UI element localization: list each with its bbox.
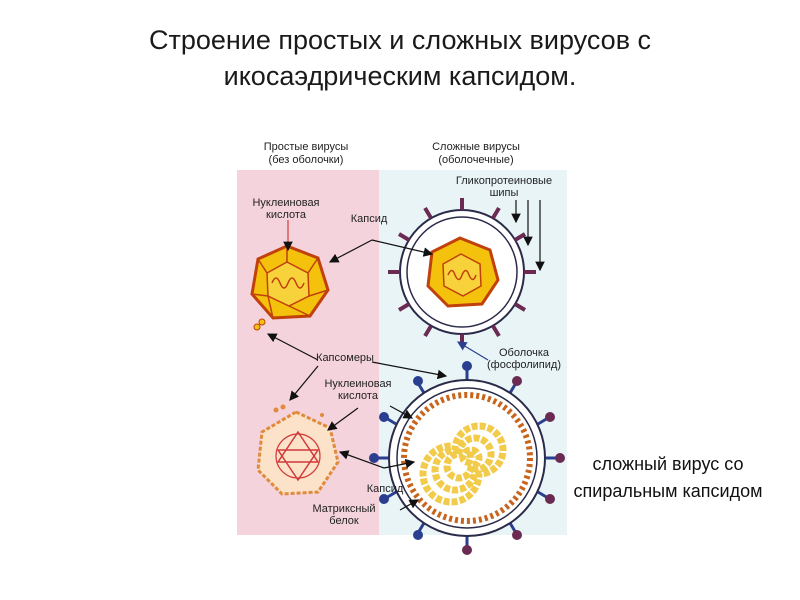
helical-virus-caption: сложный вирус со спиральным капсидом (548, 451, 788, 505)
caption-line-2: спиральным капсидом (573, 481, 763, 501)
capsomers-label: Капсомеры (316, 352, 374, 364)
capsid-label-bottom: Капсид (367, 483, 404, 495)
envelope-label-2: (фосфолипид) (487, 359, 561, 371)
nucleic-acid-label-top-2: кислота (266, 209, 307, 221)
simple-viruses-subheading: (без оболочки) (269, 154, 344, 166)
envelope-label: Оболочка (499, 347, 550, 359)
complex-helical-virus (369, 361, 565, 555)
slide-title-line-2: икосаэдрическим капсидом. (223, 61, 577, 91)
matrix-protein-label-2: белок (329, 515, 359, 527)
complex-viruses-subheading: (оболочечные) (438, 154, 513, 166)
caption-line-1: сложный вирус со (592, 454, 744, 474)
nucleic-acid-label-mid-2: кислота (338, 390, 379, 402)
complex-viruses-heading: Сложные вирусы (432, 141, 520, 153)
capsid-label-top: Капсид (351, 213, 388, 225)
open-icosahedral-capsid (256, 404, 340, 496)
matrix-protein-label: Матриксный (312, 503, 375, 515)
nucleic-acid-label-mid: Нуклеиновая (324, 378, 391, 390)
slide-title: Строение простых и сложных вирусов с ико… (0, 22, 800, 94)
glycoprotein-spikes-label-2: шипы (490, 187, 519, 199)
nucleic-acid-label-top: Нуклеиновая (252, 197, 319, 209)
slide-title-line-1: Строение простых и сложных вирусов с (148, 25, 652, 55)
glycoprotein-spikes-label: Гликопротеиновые (456, 175, 552, 187)
complex-icosahedral-virus (388, 198, 536, 346)
capsomer-icon (253, 318, 266, 331)
simple-viruses-heading: Простые вирусы (264, 141, 349, 153)
simple-icosahedral-virus (250, 244, 330, 320)
